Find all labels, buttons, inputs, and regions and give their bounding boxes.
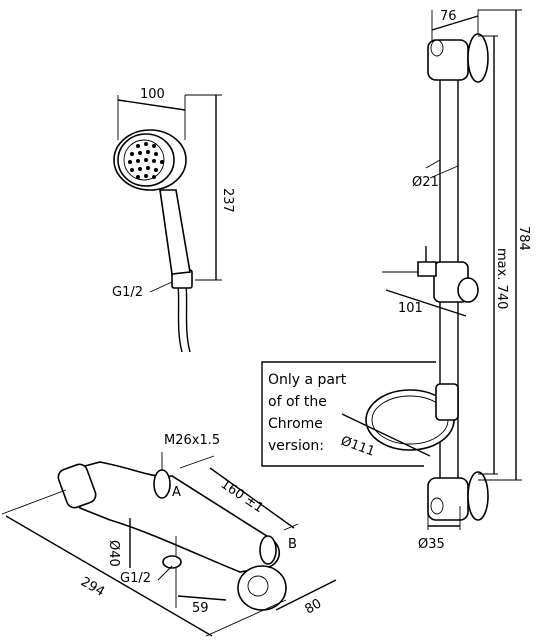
rail-tube-dia: Ø21 [412,175,439,190]
thermostat-dia: Ø40 [106,540,121,567]
port-a [153,469,171,499]
shower-rail: 76 784 max. 740 Ø21 101 Ø111 Ø35 [339,9,531,552]
thermostat-body [69,461,281,573]
thermostat-inlet-thread: G1/2 [120,571,151,586]
note-line-1: Only a part [268,372,347,388]
hand-shower-width: 100 [140,87,165,102]
rail-top-width: 76 [440,9,457,24]
soap-dish [365,383,459,451]
inlet-offset: 59 [192,601,209,616]
note-box: Only a part of of the Chrome version: [261,361,436,467]
port-b [259,535,277,565]
hand-shower-thread: G1/2 [112,285,143,300]
rail-bottom-dia: Ø35 [418,537,445,552]
note-line-4: version: [268,438,324,454]
hand-shower-height: 237 [220,188,235,213]
soap-dish-dia: Ø111 [339,434,377,460]
thermostat-mixer: M26x1.5 A B 160 ±1 Ø40 294 G1/2 59 80 [1,433,337,637]
thermostat-thread: M26x1.5 [164,433,220,448]
hand-shower: 100 237 G1/2 [112,87,235,353]
note-line-2: of of the [268,394,327,410]
port-b-label: B [288,537,297,552]
temperature-handle [237,565,287,611]
shower-handle [159,189,191,275]
spray-nozzles [128,142,164,179]
note-line-3: Chrome [268,416,323,432]
port-a-label: A [172,485,181,500]
rail-max-adjust: max. 740 [494,248,509,309]
top-bracket [427,39,469,81]
thermostat-length: 294 [78,574,107,599]
rail-holder-depth: 101 [398,301,423,316]
inlet [162,555,182,569]
rail-total-height: 784 [516,226,531,251]
thermostat-depth: 80 [303,596,325,617]
